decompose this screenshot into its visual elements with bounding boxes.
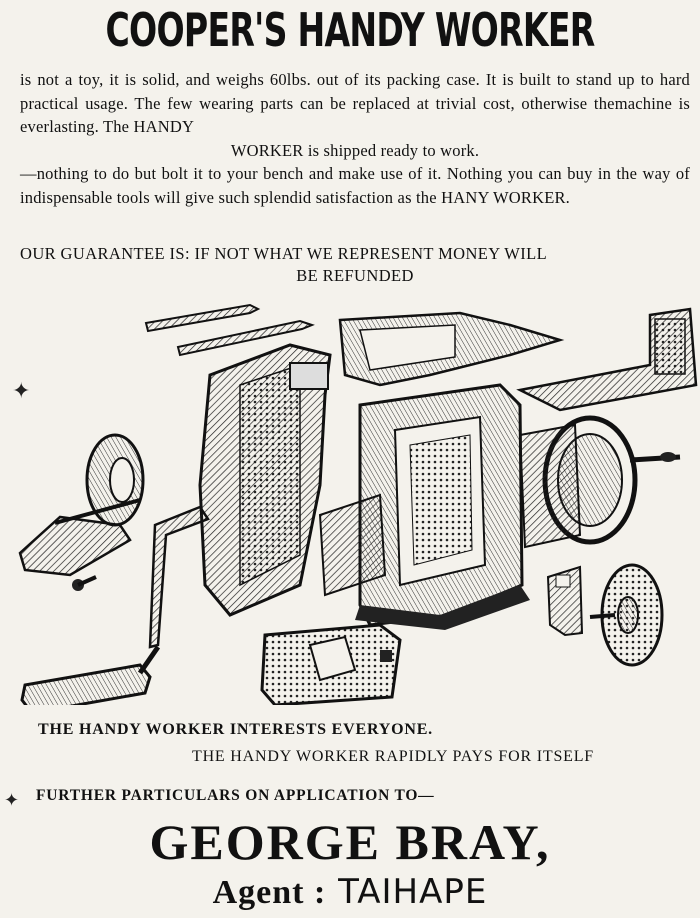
handwheel-icon [518,415,681,549]
grinding-wheel-icon [18,433,145,591]
handy-worker-illustration [18,303,698,705]
guarantee-line-1: OUR GUARANTEE IS: IF NOT WHAT WE REPRESE… [20,244,548,263]
headline: COOPER'S HANDY WORKER [105,3,595,57]
bracket-icon [516,307,698,412]
agent-town: TAIHAPE [338,872,488,912]
oilstone-box-icon [260,623,402,705]
caption-pays: THE HANDY WORKER RAPIDLY PAYS FOR ITSELF [192,748,594,765]
description-paragraph-3: —nothing to do but bolt it to your bench… [20,164,690,207]
agent-location: Agent : TAIHAPE [0,868,700,917]
crank-handle-icon [20,505,210,705]
description-block: is not a toy, it is solid, and weighs 60… [20,68,690,209]
cutter-blade-icon [546,565,584,637]
guarantee-statement: OUR GUARANTEE IS: IF NOT WHAT WE REPRESE… [20,243,690,287]
gear-housing-icon [198,343,332,617]
main-frame-icon [318,383,530,630]
agent-label: Agent : [212,874,327,911]
ink-speck-icon: ✦ [12,378,31,403]
further-particulars: FURTHER PARTICULARS ON APPLICATION TO— [36,787,435,804]
anvil-icon [338,311,565,387]
buffing-wheel-icon [589,563,664,667]
agent-name: GEORGE BRAY, [149,814,551,870]
caption-interests: THE HANDY WORKER INTERESTS EVERYONE. [38,721,433,738]
guarantee-line-2: BE REFUNDED [296,266,414,285]
ink-speck-icon: ✦ [4,790,20,810]
drill-bit-icon [144,303,315,357]
description-paragraph-2: WORKER is shipped ready to work. [230,140,480,160]
description-paragraph-1: is not a toy, it is solid, and weighs 60… [20,70,690,136]
